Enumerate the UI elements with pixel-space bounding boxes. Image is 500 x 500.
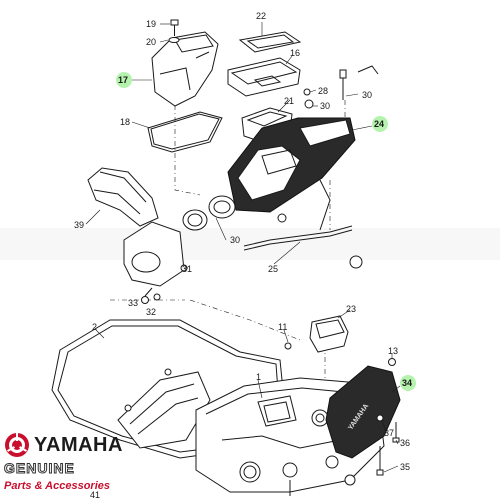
callout-19: 19 [146,19,156,29]
callout-17: 17 [118,75,128,85]
callout-2: 2 [92,322,97,332]
part-25-breather-hose [243,225,363,269]
brand-tagline: Parts & Accessories [4,480,110,492]
callout-35: 35 [400,462,410,472]
callout-39: 39 [74,220,84,230]
genuine-row: GENUINE [4,458,154,477]
assembly-line [174,105,201,196]
callout-28: 28 [318,86,328,96]
bolt-19 [170,19,179,36]
washer-30 [304,99,314,109]
bolt-13 [388,358,396,366]
callout-31: 31 [182,264,192,274]
callout-30-low: 30 [230,235,240,245]
callout-21: 21 [284,96,294,106]
part-24-air-cleaner-case [227,117,356,231]
bolt-33 [141,287,153,304]
callout-30-top: 30 [362,90,372,100]
leader-lines [85,22,401,473]
bolt-35 [376,446,384,476]
callout-labels: 19 20 22 16 17 28 30 21 30 18 24 39 30 2… [74,11,412,500]
bolt-37 [376,414,384,422]
callout-36: 36 [400,438,410,448]
callout-37: 37 [384,428,394,438]
highlight-34 [400,375,416,391]
bolt-30-upper [339,65,379,100]
part-22-gasket [238,31,302,53]
part-16-air-filter [227,57,301,97]
highlight-17 [116,72,132,88]
bolt-32 [153,293,161,301]
watermark-band [0,228,500,260]
part-34-side-cover: YAMAHA [325,365,401,459]
part-39-intake-boot [87,167,159,227]
callout-13: 13 [388,346,398,356]
washer-20 [168,37,180,43]
brand-name: YAMAHA [34,433,123,456]
highlight-24 [372,116,388,132]
callout-23: 23 [346,304,356,314]
tagline-row: Parts & Accessories [4,476,154,494]
callout-24: 24 [374,119,384,129]
plug-cap [282,462,356,486]
callout-41: 41 [90,490,100,500]
logo-row: YAMAHA [4,432,154,458]
yamaha-tuning-forks-icon [5,433,29,457]
part-17-air-cleaner-cap [151,31,219,107]
pin-11 [284,342,292,350]
callout-1: 1 [256,372,261,382]
callout-11: 11 [278,322,287,332]
crankcase-cover-ribs [117,368,211,449]
callout-22: 22 [256,11,266,21]
callout-25: 25 [268,264,278,274]
assembly-line [189,299,301,341]
callout-16: 16 [290,48,300,58]
part-23-duct-boot [309,315,349,353]
callout-30-mid: 30 [320,101,330,111]
callout-18: 18 [120,117,130,127]
callout-32: 32 [146,307,156,317]
yamaha-genuine-logo: YAMAHA GENUINE Parts & Accessories [4,432,154,498]
callout-33: 33 [128,298,138,308]
genuine-label: GENUINE [4,460,75,477]
callout-20: 20 [146,37,156,47]
callout-34: 34 [402,378,412,388]
intake-clamp [182,195,236,231]
bolt-28 [303,88,311,96]
part-18-seal-ring [147,111,223,153]
